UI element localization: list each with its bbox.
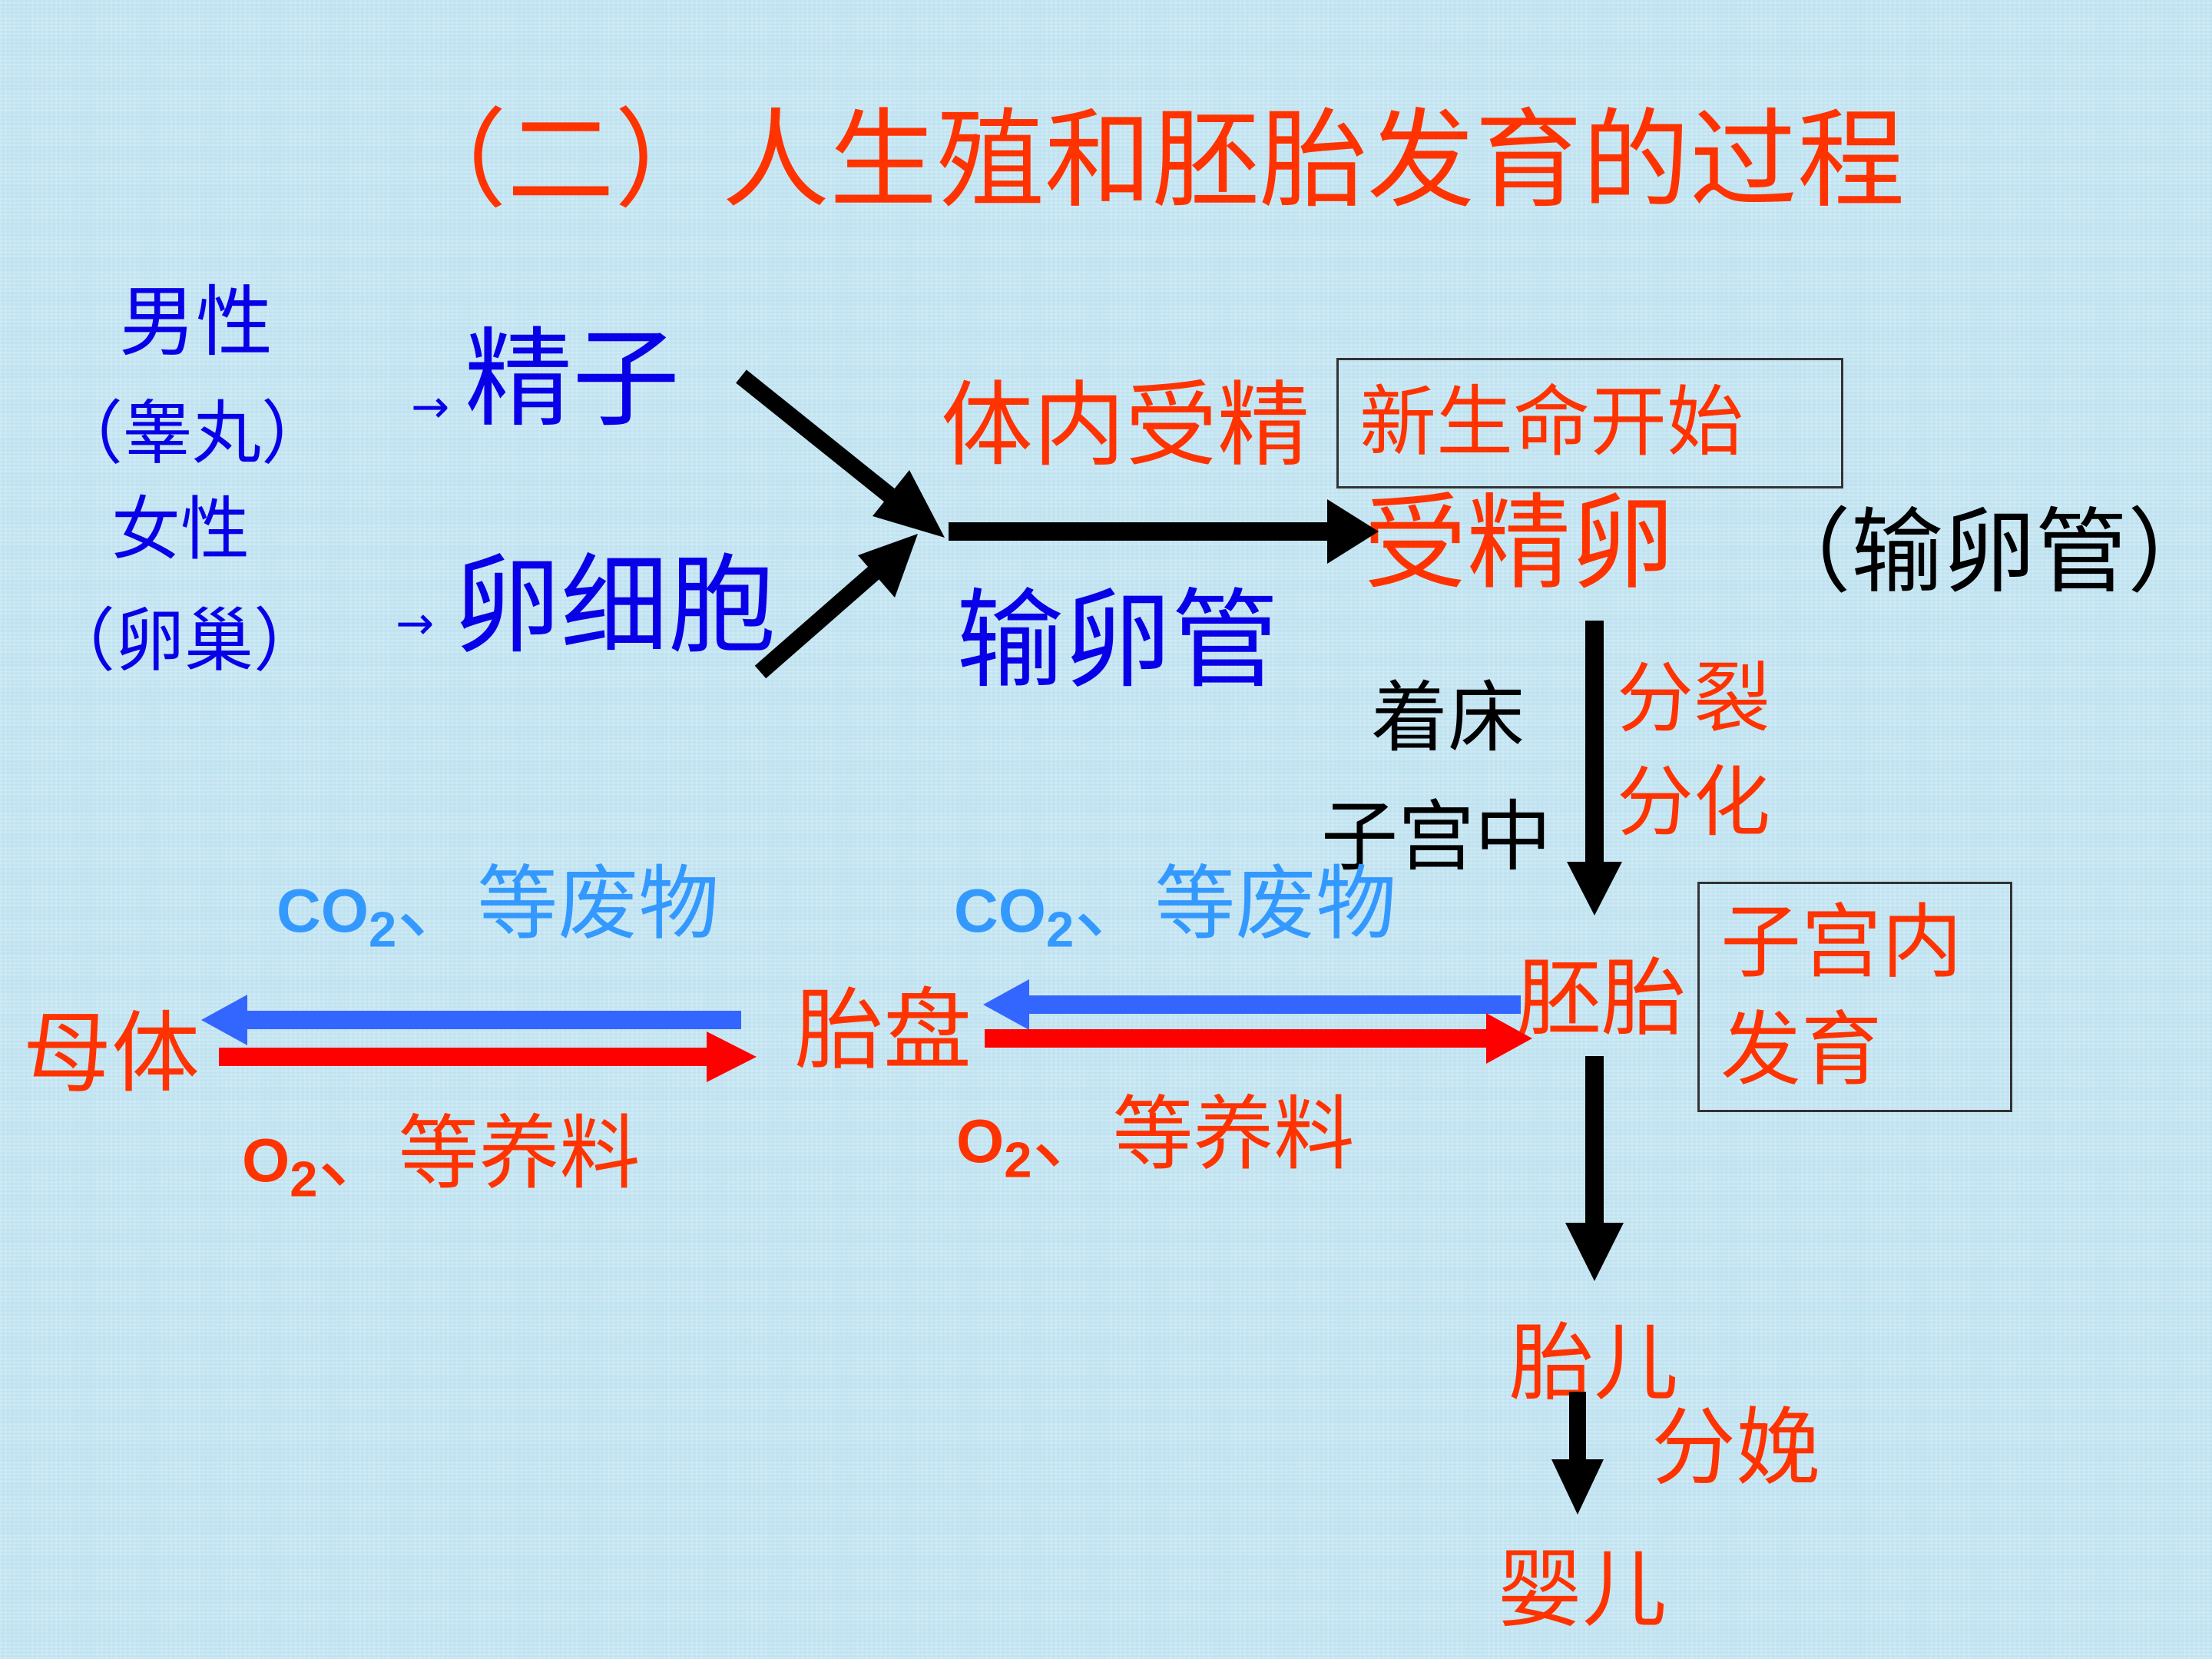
nutrient-left-chem: O (242, 1126, 290, 1194)
label-nutrient-left: O2、等养料 (242, 1114, 640, 1204)
nutrient-to-placenta-arrow (219, 1031, 757, 1082)
waste-right-sub: 2 (1046, 901, 1075, 958)
label-placenta: 胎盘 (795, 979, 972, 1082)
label-fetus: 胎儿 (1509, 1314, 1678, 1412)
label-new-life: 新生命开始 (1359, 377, 1743, 467)
label-implant: 着床 (1371, 673, 1525, 763)
embryo-to-fetus-arrow (1565, 1056, 1624, 1281)
nutrient-right-sub: 2 (1004, 1131, 1032, 1188)
label-testis: （睾丸） (54, 393, 330, 474)
sperm-to-fertilization-arrow (736, 369, 945, 538)
label-waste-right: CO2、等废物 (954, 864, 1396, 955)
new-life-box (1336, 358, 1843, 488)
nutrient-left-sub: 2 (290, 1151, 318, 1207)
label-fertilization: 体内受精 (941, 373, 1310, 479)
waste-to-placenta-arrow (983, 979, 1521, 1030)
label-uterus: 子宫中 (1321, 792, 1551, 882)
label-divide: 分裂 (1617, 654, 1770, 743)
fetus-to-baby-arrow (1551, 1392, 1604, 1515)
label-oviduct: 输卵管 (956, 578, 1280, 704)
nutrient-left-text: 、等养料 (317, 1107, 641, 1200)
waste-right-chem: CO (954, 876, 1046, 945)
label-female: 女性 (111, 489, 250, 570)
label-sperm: 精子 (465, 317, 680, 442)
label-nutrient-right: O2、等养料 (956, 1094, 1354, 1185)
label-develop: 发育 (1720, 1003, 1883, 1097)
label-egg: 卵细胞 (453, 544, 777, 669)
zygote-to-embryo-arrow (1567, 621, 1622, 916)
label-waste-left: CO2、等废物 (276, 864, 719, 955)
waste-left-text: 、等废物 (396, 857, 720, 951)
page-title: （二）人生殖和胚胎发育的过程 (399, 98, 1906, 224)
label-embryo: 胚胎 (1517, 949, 1686, 1048)
label-uterus-in: 子宫内 (1720, 896, 1963, 989)
waste-left-sub: 2 (369, 901, 397, 958)
label-ovary: （卵巢） (46, 601, 323, 681)
nutrient-to-embryo-arrow (985, 1013, 1532, 1064)
label-differentiate: 分化 (1617, 757, 1770, 847)
nutrient-right-text: 、等养料 (1031, 1088, 1355, 1181)
nutrient-right-chem: O (956, 1107, 1005, 1175)
label-zygote-place: （输卵管） (1759, 499, 2212, 606)
egg-to-fertilization-arrow (754, 534, 918, 679)
waste-right-text: 、等废物 (1074, 857, 1397, 951)
fertilization-to-zygote-arrow (949, 499, 1379, 564)
label-baby: 婴儿 (1498, 1541, 1667, 1639)
uterus-development-box (1697, 882, 2012, 1112)
label-birth: 分娩 (1651, 1399, 1820, 1497)
label-male: 男性 (119, 277, 273, 367)
label-zygote: 受精卵 (1363, 483, 1674, 604)
egg-arrow: → (396, 597, 435, 651)
waste-to-mother-arrow (201, 995, 741, 1045)
sperm-arrow: → (411, 380, 450, 434)
label-mother: 母体 (23, 1002, 200, 1105)
waste-left-chem: CO (276, 876, 369, 945)
